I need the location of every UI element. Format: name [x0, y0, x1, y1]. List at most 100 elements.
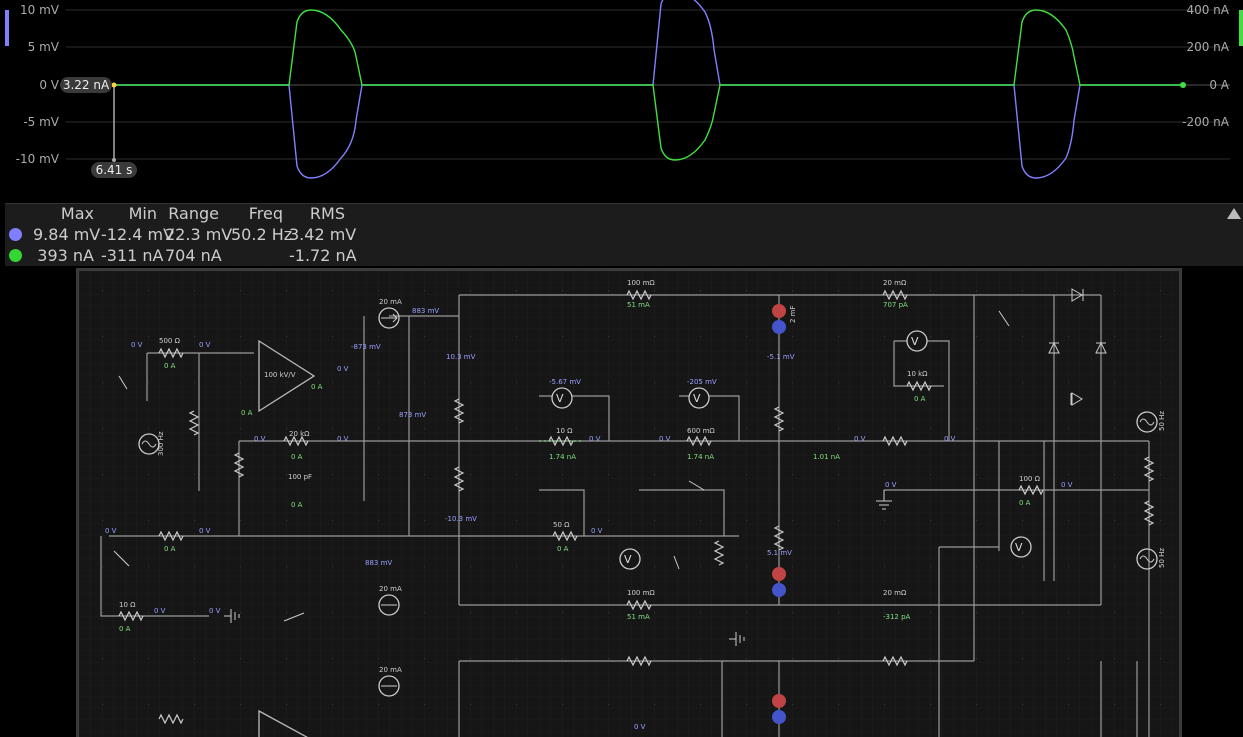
resistor[interactable] — [118, 610, 144, 622]
circuit-schematic[interactable]: 100 kV/V 20 mA 20 mA 20 mA 300 Hz — [79, 271, 1182, 737]
diode-2[interactable] — [1070, 392, 1083, 406]
right-axis-label: -200 nA — [1182, 115, 1230, 129]
label-0V-6: 0 V — [589, 435, 601, 443]
resistor[interactable] — [233, 452, 245, 478]
label-0V-3: 0 V — [337, 365, 349, 373]
label-0V-13: 0 V — [199, 527, 211, 535]
label-500ohm: 500 Ω — [159, 337, 181, 345]
label-0V-8: 0 V — [854, 435, 866, 443]
left-axis-label: 5 mV — [28, 40, 60, 54]
label-20k: 20 kΩ — [289, 430, 310, 438]
voltage-scale-marker[interactable] — [5, 10, 9, 46]
svg-text:V: V — [556, 392, 564, 405]
label-312pA: -312 pA — [883, 613, 911, 621]
collapse-triangle-icon[interactable] — [1227, 208, 1241, 219]
cursor-time: 6.41 s — [96, 163, 133, 177]
op-amp-2[interactable] — [258, 709, 314, 737]
label-100ohm: 100 Ω — [1019, 475, 1041, 483]
resistor[interactable] — [882, 655, 908, 667]
vm1-reading: -5.67 mV — [549, 378, 581, 386]
current-source-1[interactable]: 20 mA — [378, 298, 402, 329]
diode-3[interactable] — [1048, 341, 1060, 354]
resistor[interactable] — [906, 380, 932, 392]
resistor[interactable] — [1143, 500, 1155, 526]
voltmeter-3[interactable]: V — [906, 330, 928, 352]
op-amp[interactable]: 100 kV/V — [258, 339, 316, 413]
diode-1[interactable] — [1071, 288, 1084, 302]
label-51mA-b: 51 mA — [627, 613, 650, 621]
label-0V-5: 0 V — [337, 435, 349, 443]
label-1.74nA-b: 1.74 nA — [687, 453, 714, 461]
resistor[interactable] — [283, 435, 309, 447]
scope-stats-table: Max Min Range Freq RMS 9.84 mV -12.4 mV … — [5, 203, 1243, 266]
capacitor-bottom[interactable] — [772, 694, 786, 724]
left-axis-label: -10 mV — [16, 152, 60, 166]
label-0A-2: 0 A — [291, 453, 303, 461]
resistor[interactable] — [158, 713, 184, 725]
ac-source-50hz-bottom[interactable]: 50 Hz — [1136, 548, 1166, 570]
label-10ohm: 10 Ω — [556, 427, 573, 435]
resistor[interactable] — [626, 655, 652, 667]
ac50b-label: 50 Hz — [1158, 548, 1166, 568]
svg-text:V: V — [911, 335, 919, 348]
ac-source-50hz-top[interactable]: 50 Hz — [1136, 411, 1166, 433]
resistor[interactable] — [773, 406, 785, 432]
label-100pF: 100 pF — [288, 473, 312, 481]
resistor[interactable] — [626, 599, 652, 611]
current-source-2[interactable]: 20 mA — [378, 585, 402, 616]
current-source-3[interactable]: 20 mA — [378, 666, 402, 697]
svg-text:V: V — [1015, 541, 1023, 554]
resistor[interactable] — [626, 289, 652, 301]
resistor[interactable] — [773, 525, 785, 551]
left-axis-label: 0 V — [39, 78, 59, 92]
current-rms: -1.72 nA — [289, 246, 357, 265]
voltmeter-4[interactable]: V — [619, 548, 641, 570]
voltmeter-2[interactable]: V -205 mV — [687, 378, 717, 409]
label-0A-6: 0 A — [557, 545, 569, 553]
resistor[interactable] — [882, 289, 908, 301]
left-axis-label: -5 mV — [23, 115, 59, 129]
label-883mV-b: 883 mV — [365, 559, 392, 567]
label-0A-8: 0 A — [1019, 499, 1031, 507]
resistor[interactable] — [882, 435, 908, 447]
resistor[interactable] — [686, 435, 712, 447]
circuit-canvas[interactable]: 100 kV/V 20 mA 20 mA 20 mA 300 Hz — [76, 268, 1182, 737]
resistor[interactable] — [1143, 456, 1155, 482]
resistors[interactable] — [118, 289, 1155, 725]
current-scale-marker[interactable] — [1239, 10, 1243, 46]
label-100m-b: 100 mΩ — [627, 589, 655, 597]
resistor[interactable] — [1018, 484, 1044, 496]
wires — [100, 294, 1150, 737]
resistor[interactable] — [188, 410, 200, 436]
voltmeter-5[interactable]: V — [1010, 536, 1032, 558]
left-axis-label: 10 mV — [20, 3, 60, 17]
resistor[interactable] — [548, 435, 574, 447]
diode-4[interactable] — [1095, 341, 1107, 354]
resistor[interactable] — [453, 398, 465, 424]
src2-label: 20 mA — [379, 585, 402, 593]
label-0V-11: 0 V — [1061, 481, 1073, 489]
label-0A-1: 0 A — [164, 362, 176, 370]
ac-source-300hz[interactable]: 300 Hz — [138, 431, 165, 456]
resistor[interactable] — [158, 347, 184, 359]
resistor[interactable] — [713, 540, 725, 566]
voltage-color-dot[interactable] — [9, 228, 22, 241]
resistor[interactable] — [158, 530, 184, 542]
cursor-time-badge — [91, 162, 137, 178]
current-trace — [116, 9, 1183, 161]
capacitor-mid[interactable] — [772, 567, 786, 597]
label-0A-4: 0 A — [164, 545, 176, 553]
voltmeter-1[interactable]: V -5.67 mV — [549, 378, 581, 409]
label-10k: 10 kΩ — [907, 370, 928, 378]
label-10.3mV: 10.3 mV — [446, 353, 476, 361]
capacitor-top[interactable]: 2 mF — [772, 304, 797, 334]
resistor[interactable] — [453, 466, 465, 492]
current-color-dot[interactable] — [9, 249, 22, 262]
voltage-range: 22.3 mV — [165, 225, 233, 244]
label-1.01nA: 1.01 nA — [813, 453, 840, 461]
resistor[interactable] — [552, 530, 578, 542]
switch-icons[interactable] — [113, 310, 1010, 622]
